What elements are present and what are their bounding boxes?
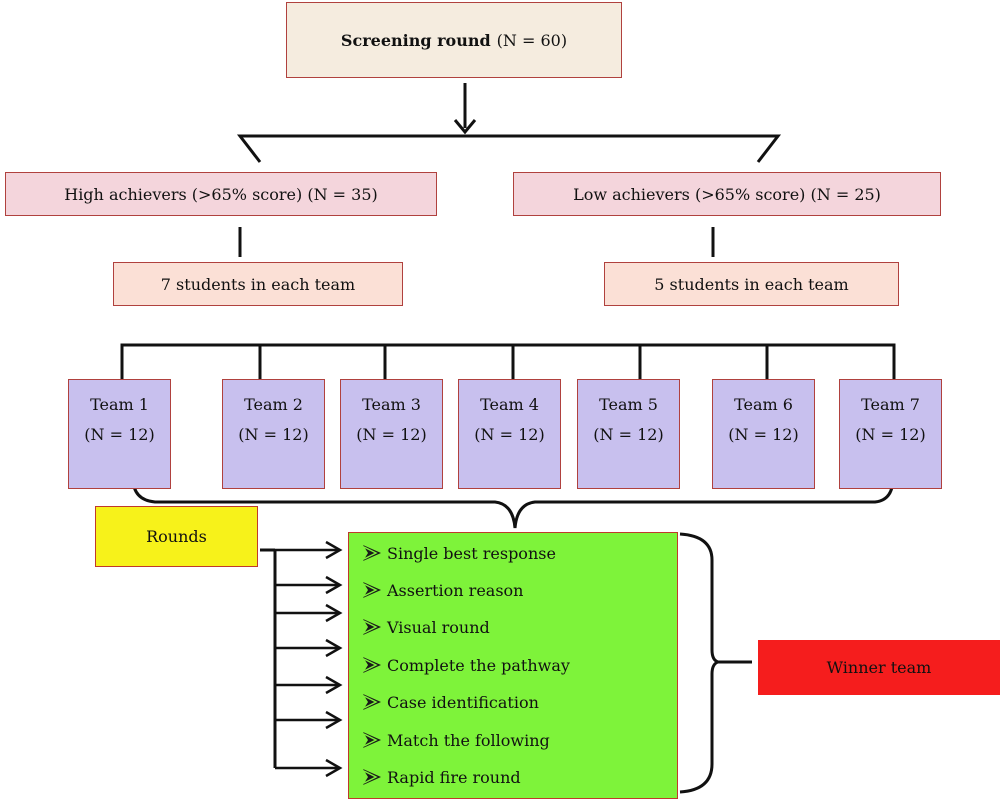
high-achievers-box: High achievers (>65% score) (N = 35) [5, 172, 437, 216]
screening-round-label: Screening round [340, 30, 491, 50]
round-item: Assertion reason [361, 578, 523, 602]
team-box: Team 2 (N = 12) [222, 379, 325, 489]
low-achievers-label: Low achievers (>65% score) (N = 25) [573, 184, 881, 204]
round-item: Case identification [361, 690, 539, 714]
high-team-size-label: 7 students in each team [160, 274, 356, 294]
screening-round-count: (N = 60) [496, 30, 568, 50]
high-team-size-box: 7 students in each team [113, 262, 403, 306]
team-box: Team 7 (N = 12) [839, 379, 942, 489]
arrow-bullet-icon [363, 582, 381, 598]
round-item: Complete the pathway [361, 653, 570, 677]
arrow-bullet-icon [363, 732, 381, 748]
round-item-label: Complete the pathway [387, 655, 570, 675]
round-item-label: Single best response [387, 543, 556, 563]
arrow-bullet-icon [363, 694, 381, 710]
team-box: Team 1 (N = 12) [68, 379, 171, 489]
low-team-size-box: 5 students in each team [604, 262, 899, 306]
round-item-label: Match the following [387, 730, 550, 750]
team-name: Team 1 [90, 395, 149, 414]
rounds-label: Rounds [146, 527, 207, 546]
arrow-bullet-icon [363, 545, 381, 561]
winner-team-label: Winner team [826, 658, 932, 677]
team-box: Team 6 (N = 12) [712, 379, 815, 489]
round-item-label: Assertion reason [387, 580, 524, 600]
team-count: (N = 12) [593, 425, 664, 444]
round-item: Single best response [361, 541, 556, 565]
team-box: Team 4 (N = 12) [458, 379, 561, 489]
arrow-bullet-icon [363, 769, 381, 785]
team-count: (N = 12) [728, 425, 799, 444]
round-item-label: Visual round [387, 617, 490, 637]
round-item: Visual round [361, 615, 490, 639]
team-count: (N = 12) [356, 425, 427, 444]
screening-round-box: Screening round (N = 60) [286, 2, 622, 78]
round-item: Match the following [361, 728, 550, 752]
arrow-bullet-icon [363, 619, 381, 635]
team-name: Team 5 [599, 395, 658, 414]
team-count: (N = 12) [474, 425, 545, 444]
high-achievers-label: High achievers (>65% score) (N = 35) [64, 184, 378, 204]
team-name: Team 7 [861, 395, 920, 414]
team-box: Team 5 (N = 12) [577, 379, 680, 489]
team-name: Team 3 [362, 395, 421, 414]
arrow-bullet-icon [363, 657, 381, 673]
team-name: Team 6 [734, 395, 793, 414]
team-count: (N = 12) [855, 425, 926, 444]
low-team-size-label: 5 students in each team [654, 274, 849, 294]
team-box: Team 3 (N = 12) [340, 379, 443, 489]
team-count: (N = 12) [238, 425, 309, 444]
round-item: Rapid fire round [361, 765, 521, 789]
rounds-box: Rounds [95, 506, 258, 567]
team-name: Team 4 [480, 395, 539, 414]
team-count: (N = 12) [84, 425, 155, 444]
round-item-label: Case identification [387, 692, 539, 712]
round-list-box: Single best response Assertion reason Vi… [348, 532, 678, 799]
low-achievers-box: Low achievers (>65% score) (N = 25) [513, 172, 941, 216]
winner-team-box: Winner team [758, 640, 1000, 695]
round-item-label: Rapid fire round [387, 767, 521, 787]
team-name: Team 2 [244, 395, 303, 414]
